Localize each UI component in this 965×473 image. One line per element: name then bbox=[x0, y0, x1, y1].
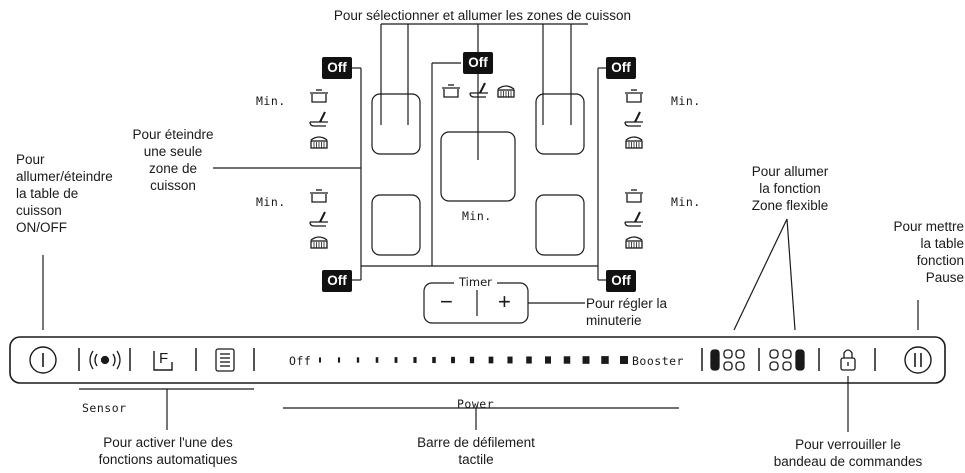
slider-off-label[interactable]: Off bbox=[289, 354, 312, 368]
casserole-icon bbox=[310, 136, 328, 149]
slider-tick[interactable] bbox=[620, 356, 628, 364]
slider-tick[interactable] bbox=[394, 357, 398, 363]
bracket-center bbox=[361, 62, 598, 267]
slider-tick[interactable] bbox=[356, 357, 360, 363]
pan-icon bbox=[469, 82, 488, 98]
pan-icon bbox=[624, 211, 643, 227]
slider-tick[interactable] bbox=[526, 356, 532, 364]
flex-zone-right-icon bbox=[769, 349, 805, 371]
pot-icon bbox=[310, 89, 328, 103]
pan-icon bbox=[624, 111, 643, 127]
pan-icon bbox=[309, 211, 328, 227]
slider-tick[interactable] bbox=[375, 357, 379, 363]
slider-tick[interactable] bbox=[544, 356, 552, 364]
slider-tick[interactable] bbox=[413, 357, 417, 363]
slider-tick[interactable] bbox=[507, 356, 513, 364]
slider-tick[interactable] bbox=[432, 356, 436, 364]
off-button-front-left[interactable]: Off bbox=[322, 270, 352, 292]
separators bbox=[78, 348, 876, 371]
label-slider: Barre de défilement tactile bbox=[417, 435, 535, 467]
pan-icon bbox=[309, 111, 328, 127]
timer-minus-button[interactable]: − bbox=[440, 289, 453, 314]
label-lock: Pour verrouiller le bandeau de commandes bbox=[773, 437, 923, 469]
pot-icon bbox=[625, 89, 643, 103]
leader-flex-zone bbox=[733, 218, 796, 331]
sensor-group-line bbox=[79, 388, 254, 430]
min-label-left-top: Min. bbox=[256, 94, 286, 108]
lock-icon bbox=[840, 349, 856, 371]
timer-label: Timer bbox=[454, 275, 497, 289]
slider-tick[interactable] bbox=[319, 357, 321, 363]
pot-icon bbox=[625, 189, 643, 203]
function-f-label: F bbox=[159, 350, 169, 367]
bracket-left bbox=[213, 67, 362, 281]
zone-rear-left bbox=[371, 194, 421, 256]
label-turn-off-one-zone: Pour éteindre une seule zone de cuisson bbox=[132, 127, 214, 193]
flex-zone-left-icon bbox=[710, 349, 745, 371]
label-flex-zone: Pour allumer la fonction Zone flexible bbox=[751, 164, 829, 213]
slider-tick[interactable] bbox=[601, 356, 609, 364]
label-top-select: Pour sélectionner et allumer les zones d… bbox=[333, 8, 632, 23]
label-on-off: Pour allumer/éteindre la table de cuisso… bbox=[16, 152, 113, 235]
min-label-center: Min. bbox=[462, 209, 492, 223]
zone-rear-right bbox=[535, 194, 585, 256]
off-button-center[interactable]: Off bbox=[463, 52, 493, 74]
slider-tick[interactable] bbox=[451, 356, 455, 364]
off-button-front-right[interactable]: Off bbox=[606, 270, 636, 292]
slider-tick[interactable] bbox=[469, 356, 475, 364]
slider-ticks bbox=[319, 356, 628, 364]
casserole-icon bbox=[625, 236, 643, 249]
slider-tick[interactable] bbox=[488, 356, 494, 364]
zone-center bbox=[440, 131, 516, 202]
label-timer-adjust: Pour régler la minuterie bbox=[586, 296, 668, 328]
zone-front-right bbox=[535, 93, 585, 155]
casserole-icon bbox=[497, 85, 515, 98]
power-group-line bbox=[283, 407, 679, 430]
power-label: Power bbox=[457, 397, 495, 411]
casserole-icon bbox=[625, 136, 643, 149]
menu-list-icon bbox=[215, 348, 235, 372]
min-label-right-top: Min. bbox=[671, 94, 701, 108]
control-strip bbox=[9, 336, 946, 384]
timer-plus-button[interactable]: + bbox=[498, 289, 511, 314]
slider-booster-label[interactable]: Booster bbox=[632, 354, 684, 368]
slider-tick[interactable] bbox=[337, 357, 341, 363]
slider-tick[interactable] bbox=[582, 356, 590, 364]
sensor-waves-icon bbox=[89, 350, 121, 370]
bracket-right bbox=[597, 67, 606, 281]
label-auto-functions: Pour activer l'une des fonctions automat… bbox=[98, 435, 238, 467]
pot-icon bbox=[310, 189, 328, 203]
zone-front-left bbox=[371, 93, 421, 155]
off-button-rear-right[interactable]: Off bbox=[606, 57, 636, 79]
pot-icon bbox=[442, 84, 460, 98]
label-pause: Pour mettre la table fonction Pause bbox=[893, 219, 964, 285]
off-button-rear-left[interactable]: Off bbox=[322, 57, 352, 79]
power-icon bbox=[29, 346, 57, 374]
min-label-right-bottom: Min. bbox=[671, 195, 701, 209]
function-f-icon bbox=[153, 351, 173, 371]
min-label-left-bottom: Min. bbox=[256, 195, 286, 209]
sensor-label: Sensor bbox=[82, 401, 127, 415]
slider-tick[interactable] bbox=[563, 356, 571, 364]
pause-icon bbox=[904, 346, 932, 374]
leader-top-select bbox=[380, 23, 588, 160]
casserole-icon bbox=[310, 236, 328, 249]
